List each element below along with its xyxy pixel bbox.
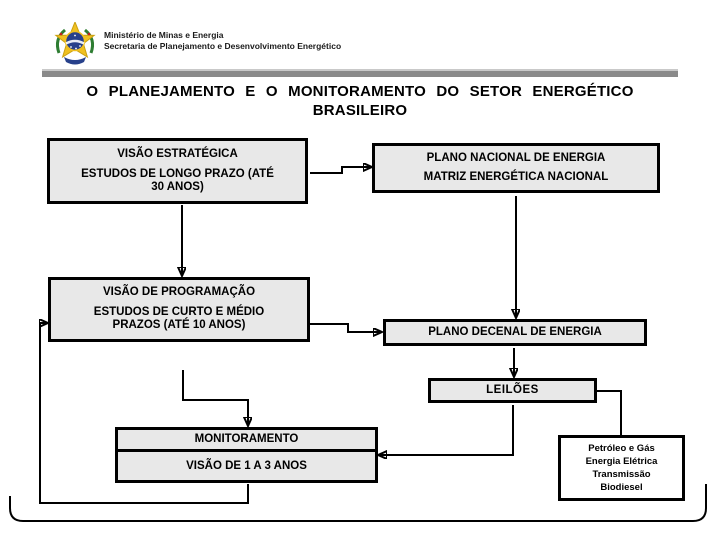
connector-programacao-to-monitoramento — [182, 370, 248, 425]
box-visao-estrategica: VISÃO ESTRATÉGICA ESTUDOS DE LONGO PRAZO… — [47, 138, 308, 204]
slide-title-line2: BRASILEIRO — [312, 102, 408, 119]
plano-decenal-label: PLANO DECENAL DE ENERGIA — [428, 326, 602, 338]
brazil-coat-of-arms-icon — [54, 22, 96, 65]
connector-leiloes-to-setores — [597, 390, 622, 435]
header-text: Ministério de Minas e Energia Secretaria… — [104, 30, 341, 52]
leiloes-label: LEILÕES — [486, 384, 539, 396]
setor-biodiesel: Biodiesel — [600, 482, 643, 493]
matriz-energetica-label: MATRIZ ENERGÉTICA NACIONAL — [423, 171, 609, 183]
header-divider-bar — [42, 69, 678, 77]
secretariat-name: Secretaria de Planejamento e Desenvolvim… — [104, 41, 342, 51]
visao-programacao-title: VISÃO DE PROGRAMAÇÃO — [102, 286, 256, 298]
setor-transmissao: Transmissão — [592, 469, 651, 480]
slide-title-line1: O PLANEJAMENTO E O MONITORAMENTO DO SETO… — [86, 83, 634, 100]
box-visao-1-a-3-anos: VISÃO DE 1 A 3 ANOS — [115, 449, 378, 483]
monitoramento-label: MONITORAMENTO — [194, 433, 299, 445]
box-leiloes: LEILÕES — [428, 378, 597, 403]
plano-nacional-label: PLANO NACIONAL DE ENERGIA — [426, 152, 606, 164]
box-visao-programacao: VISÃO DE PROGRAMAÇÃO ESTUDOS DE CURTO E … — [48, 277, 310, 342]
visao-estrategica-title: VISÃO ESTRATÉGICA — [117, 148, 238, 160]
box-plano-nacional: PLANO NACIONAL DE ENERGIA MATRIZ ENERGÉT… — [372, 143, 660, 193]
visao-estrategica-subtitle: ESTUDOS DE LONGO PRAZO (ATÉ 30 ANOS) — [81, 168, 274, 193]
connector-programacao-to-decenal — [310, 323, 381, 332]
box-setores: Petróleo e Gás Energia Elétrica Transmis… — [558, 435, 685, 501]
connector-leiloes-to-monitoramento — [379, 405, 514, 455]
visao-programacao-subtitle: ESTUDOS DE CURTO E MÉDIO PRAZOS (ATÉ 10 … — [93, 306, 265, 331]
slide-title: O PLANEJAMENTO E O MONITORAMENTO DO SETO… — [28, 82, 692, 120]
box-plano-decenal: PLANO DECENAL DE ENERGIA — [383, 319, 647, 346]
connector-estrategica-to-nacional — [310, 167, 371, 174]
setor-energia-eletrica: Energia Elétrica — [585, 456, 658, 467]
visao-1-a-3-anos-label: VISÃO DE 1 A 3 ANOS — [186, 459, 307, 472]
ministry-name: Ministério de Minas e Energia — [104, 30, 224, 40]
setor-petroleo-gas: Petróleo e Gás — [588, 443, 655, 454]
